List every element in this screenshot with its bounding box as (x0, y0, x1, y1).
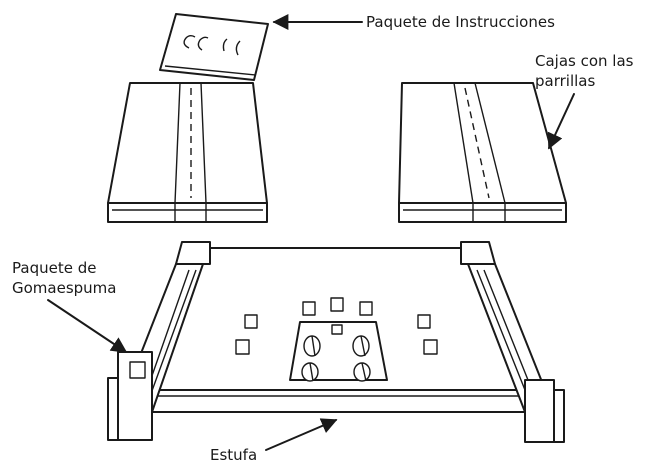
label-foam-line2: Gomaespuma (12, 279, 117, 297)
knob-front-right (352, 335, 370, 357)
knob-back-right (353, 362, 371, 382)
stove (151, 247, 526, 413)
burner-spacers (235, 297, 438, 355)
label-stove: Estufa (210, 446, 258, 464)
arrow-rack-boxes (547, 93, 575, 150)
control-panel (289, 321, 388, 382)
arrow-foam (47, 299, 128, 353)
rack-box-right (398, 82, 567, 223)
knob-back-left (301, 362, 319, 382)
label-rack-boxes-line2: parrillas (535, 72, 596, 90)
foam-rail-left (107, 241, 211, 441)
foam-rail-right (460, 241, 565, 443)
instruction-packet (159, 13, 269, 81)
label-instructions: Paquete de Instrucciones (366, 13, 555, 31)
label-rack-boxes-line1: Cajas con las (535, 52, 634, 70)
arrow-stove (265, 418, 338, 451)
label-foam-line1: Paquete de (12, 259, 97, 277)
leader-arrows (47, 14, 575, 451)
knob-front-left (303, 335, 321, 357)
rack-box-left (107, 82, 268, 223)
